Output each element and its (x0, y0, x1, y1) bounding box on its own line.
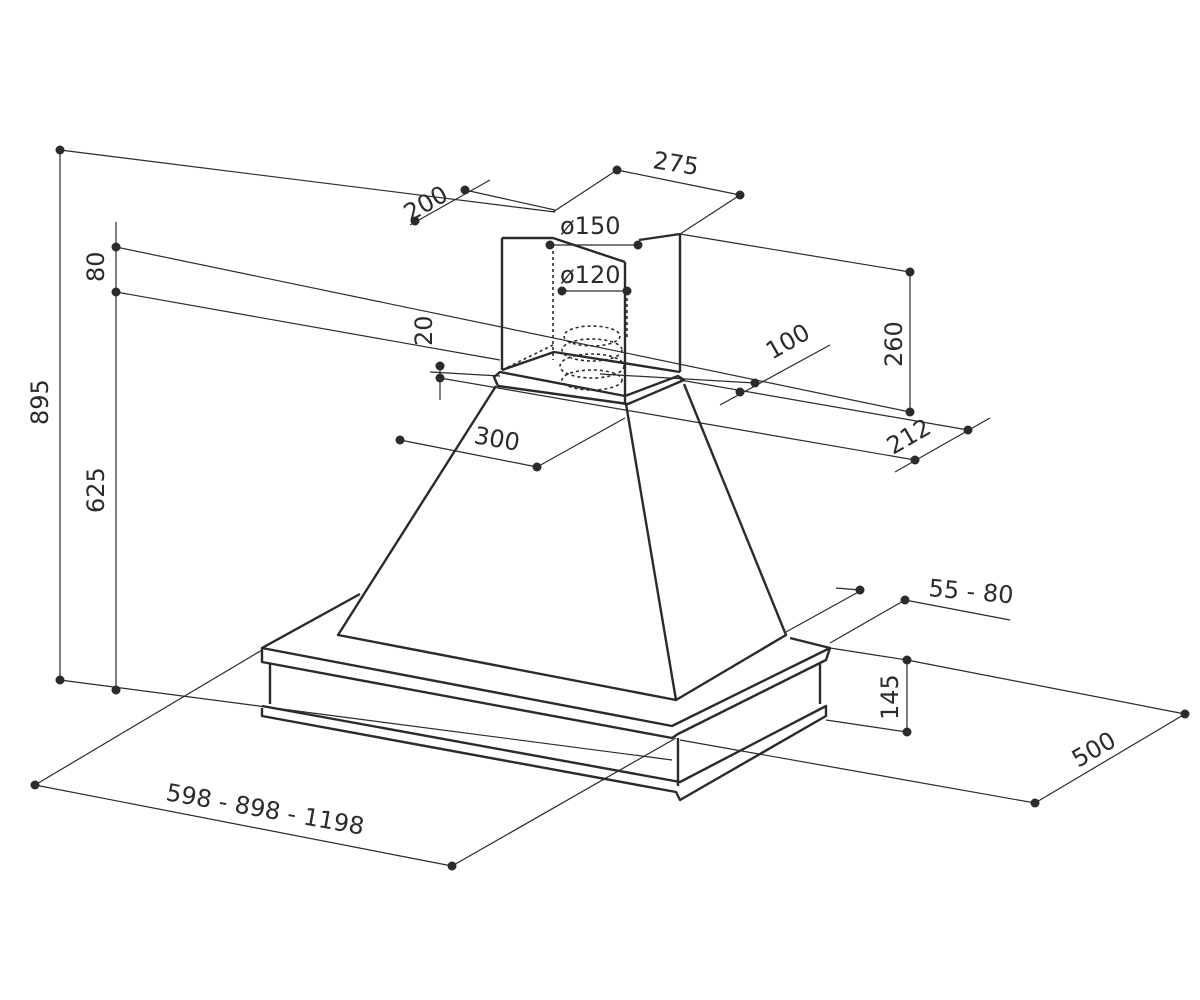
dim-chimney-height-label: 260 (880, 321, 908, 367)
dim-canopy-top-width-label: 300 (472, 421, 522, 457)
dim-width-label: 598 - 898 - 1198 (164, 778, 366, 840)
dim-hood-height-label: 625 (82, 467, 110, 513)
dim-base-height-label: 145 (876, 674, 904, 720)
dim-wall-gap-label: 55 - 80 (927, 574, 1014, 609)
dimension-lines (34, 149, 1186, 867)
dimension-points (30, 145, 1190, 871)
dim-depth-label: 500 (1067, 726, 1121, 773)
dim-step-label: 20 (410, 315, 438, 346)
dim-total-height-label: 895 (26, 379, 54, 425)
dim-chimney-depth-label: 200 (399, 180, 453, 227)
dim-chimney-width-label: 275 (651, 146, 701, 181)
dim-duct-outer-label: ø150 (560, 212, 621, 240)
dim-duct-inner-label: ø120 (560, 261, 621, 289)
hood-outline (260, 232, 832, 802)
dim-top-offset-label: 80 (82, 251, 110, 282)
